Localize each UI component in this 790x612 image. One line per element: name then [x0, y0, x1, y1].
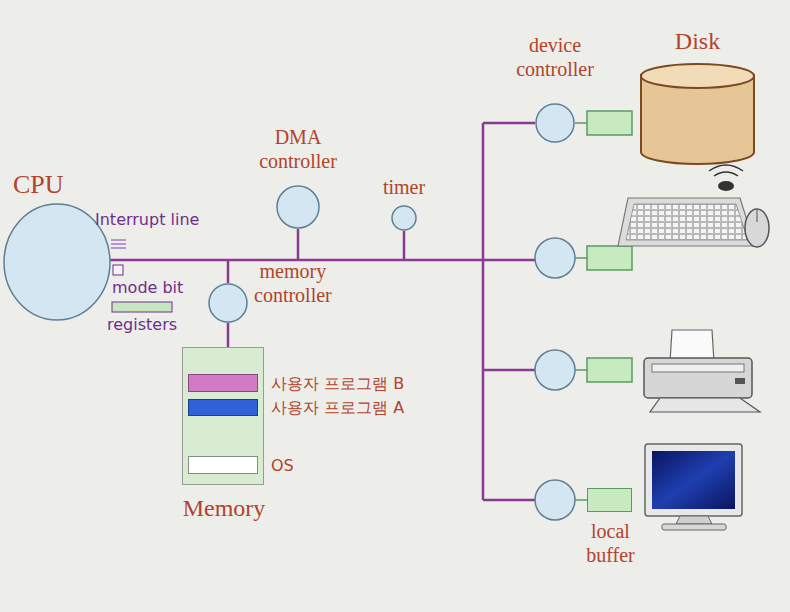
node-label: 사용자 프로그램 A — [271, 398, 404, 417]
printer — [644, 330, 760, 412]
node-label: Disk — [675, 27, 720, 56]
program-block: 사용자 프로그램 A — [188, 399, 258, 416]
register-label: registers — [107, 315, 177, 334]
node-label: 사용자 프로그램 B — [271, 374, 404, 393]
cpu-circle: CPU — [3, 203, 111, 321]
node-label: memory controller — [254, 259, 332, 307]
signal-label: Interrupt line — [95, 210, 199, 229]
os-block: OS — [188, 456, 258, 474]
controller-buffer-links — [575, 123, 587, 500]
node-label: timer — [383, 175, 425, 199]
program-block: 사용자 프로그램 B — [188, 374, 258, 392]
keyboard-mouse — [618, 165, 769, 247]
cpu-marks — [111, 240, 172, 312]
timer-circle — [391, 205, 417, 231]
device-controller-circles — [535, 238, 575, 520]
register-label: mode bit — [112, 278, 183, 297]
dma-controller-circle: DMA controller — [276, 185, 320, 229]
node-label: Memory — [183, 494, 266, 523]
monitor — [645, 444, 742, 530]
dma-controller-circle — [276, 185, 320, 229]
bus-connector — [227, 323, 230, 347]
node-label: OS — [271, 456, 294, 475]
cpu-circle — [3, 203, 111, 321]
node-label: device controller — [516, 33, 594, 81]
memory-box: Memory사용자 프로그램 B사용자 프로그램 AOS — [182, 347, 264, 485]
timer-circle: timer — [391, 205, 417, 231]
disk-cylinder: Disk — [640, 63, 755, 165]
local-buffer-box: local buffer — [587, 488, 632, 512]
node-label: local buffer — [586, 519, 635, 567]
device-controller-circle — [535, 103, 575, 143]
node-label: DMA controller — [259, 125, 337, 173]
device-controller-circle: device controller — [535, 103, 575, 143]
disk-cylinder — [640, 63, 755, 165]
memory-controller-circle: memory controller — [208, 283, 248, 323]
memory-controller-circle — [208, 283, 248, 323]
system-bus — [110, 123, 535, 500]
node-label: CPU — [13, 169, 64, 200]
